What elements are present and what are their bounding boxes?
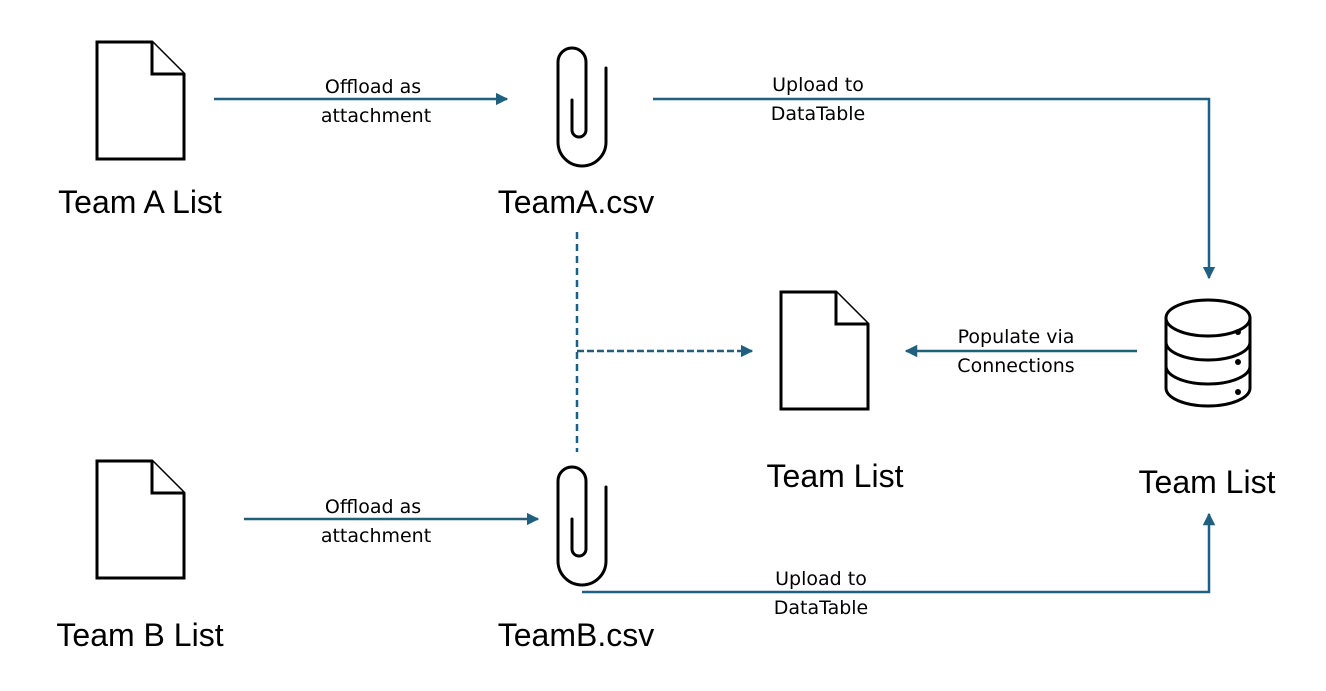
node-label-team-b-csv: TeamB.csv [498,617,654,653]
edge-label-upload-b-line1: Upload to [775,568,867,590]
document-icon [95,459,186,580]
edge-label-upload-b-line2: DataTable [774,597,869,619]
document-icon [95,40,186,161]
database-icon [1164,298,1252,408]
edge-label-upload-a-line1: Upload to [772,74,864,96]
node-label-team-list-db: Team List [1139,464,1276,500]
paperclip-icon [556,46,608,168]
edge-upload-b [582,512,1216,594]
node-label-team-a-csv: TeamA.csv [498,184,654,220]
connectors [214,92,1216,594]
paperclip-icon [556,465,608,587]
edge-label-offload-b-line1: Offload as [325,496,421,518]
edge-label-offload-a-line1: Offload as [325,76,421,98]
node-label-team-list-doc: Team List [767,458,904,494]
edge-upload-a [653,97,1216,280]
edge-label-populate-line2: Connections [957,355,1074,377]
edge-label-offload-a-line2: attachment [321,105,431,127]
node-label-team-b-list: Team B List [56,617,223,653]
edge-label-offload-b-line2: attachment [321,525,431,547]
node-label-team-a-list: Team A List [58,184,222,220]
edge-label-populate-line1: Populate via [958,326,1075,348]
document-icon [779,290,870,411]
edge-label-upload-a-line2: DataTable [771,103,866,125]
